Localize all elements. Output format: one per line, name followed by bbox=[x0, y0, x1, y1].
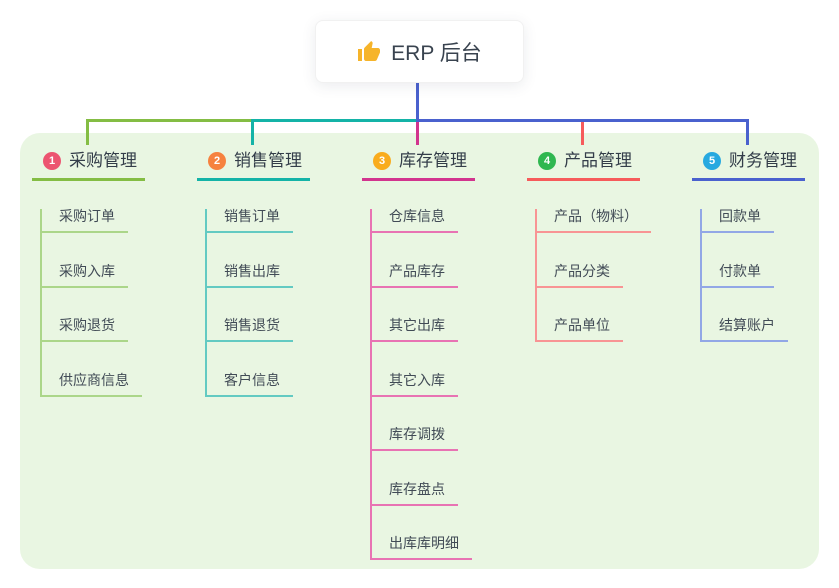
branch-header[interactable]: 4 产品管理 bbox=[527, 150, 640, 181]
branch-number-badge: 2 bbox=[208, 152, 226, 170]
branch-3: 3 库存管理仓库信息产品库存其它出库其它入库库存调拨库存盘点出库库明细 bbox=[362, 150, 475, 560]
branch-header[interactable]: 5 财务管理 bbox=[692, 150, 805, 181]
thumbs-up-icon bbox=[357, 40, 381, 64]
child-node[interactable]: 付款单 bbox=[702, 263, 774, 288]
root-label: ERP 后台 bbox=[391, 41, 482, 65]
branch-children: 销售订单销售出库销售退货客户信息 bbox=[205, 209, 293, 397]
branch-children: 产品（物料） 产品分类产品单位 bbox=[535, 209, 651, 342]
child-node[interactable]: 其它入库 bbox=[372, 372, 458, 397]
child-node[interactable]: 采购入库 bbox=[42, 263, 128, 288]
child-node[interactable]: 客户信息 bbox=[207, 372, 293, 397]
child-node[interactable]: 销售出库 bbox=[207, 263, 293, 288]
child-node[interactable]: 产品分类 bbox=[537, 263, 623, 288]
child-node[interactable]: 出库库明细 bbox=[372, 536, 472, 560]
branch-number-badge: 4 bbox=[538, 152, 556, 170]
child-node[interactable]: 库存调拨 bbox=[372, 427, 458, 451]
branches-panel bbox=[20, 133, 819, 569]
child-node[interactable]: 采购订单 bbox=[42, 209, 128, 233]
root-node[interactable]: ERP 后台 bbox=[315, 20, 524, 83]
child-node[interactable]: 销售订单 bbox=[207, 209, 293, 233]
branch-header[interactable]: 2 销售管理 bbox=[197, 150, 310, 181]
child-node[interactable]: 产品库存 bbox=[372, 263, 458, 288]
branch-children: 采购订单采购入库采购退货供应商信息 bbox=[40, 209, 142, 397]
child-node[interactable]: 回款单 bbox=[702, 209, 774, 233]
child-node[interactable]: 产品（物料） bbox=[537, 209, 651, 233]
branch-label: 采购管理 bbox=[69, 151, 137, 170]
branch-header[interactable]: 3 库存管理 bbox=[362, 150, 475, 181]
branch-header[interactable]: 1 采购管理 bbox=[32, 150, 145, 181]
branch-2: 2 销售管理销售订单销售出库销售退货客户信息 bbox=[197, 150, 310, 397]
branch-number-badge: 3 bbox=[373, 152, 391, 170]
branch-4: 4 产品管理产品（物料） 产品分类产品单位 bbox=[527, 150, 651, 342]
branch-label: 销售管理 bbox=[234, 151, 302, 170]
child-node[interactable]: 销售退货 bbox=[207, 318, 293, 342]
child-node[interactable]: 库存盘点 bbox=[372, 481, 458, 506]
branch-label: 财务管理 bbox=[729, 151, 797, 170]
branch-number-badge: 1 bbox=[43, 152, 61, 170]
child-node[interactable]: 产品单位 bbox=[537, 318, 623, 342]
branch-number-badge: 5 bbox=[703, 152, 721, 170]
branch-label: 库存管理 bbox=[399, 151, 467, 170]
branch-children: 仓库信息产品库存其它出库其它入库库存调拨库存盘点出库库明细 bbox=[370, 209, 472, 560]
child-node[interactable]: 采购退货 bbox=[42, 318, 128, 342]
child-node[interactable]: 供应商信息 bbox=[42, 372, 142, 397]
branch-1: 1 采购管理采购订单采购入库采购退货供应商信息 bbox=[32, 150, 145, 397]
child-node[interactable]: 结算账户 bbox=[702, 318, 788, 342]
child-node[interactable]: 仓库信息 bbox=[372, 209, 458, 233]
branch-5: 5 财务管理回款单付款单结算账户 bbox=[692, 150, 805, 342]
branch-label: 产品管理 bbox=[564, 151, 632, 170]
branch-children: 回款单付款单结算账户 bbox=[700, 209, 788, 342]
child-node[interactable]: 其它出库 bbox=[372, 318, 458, 342]
